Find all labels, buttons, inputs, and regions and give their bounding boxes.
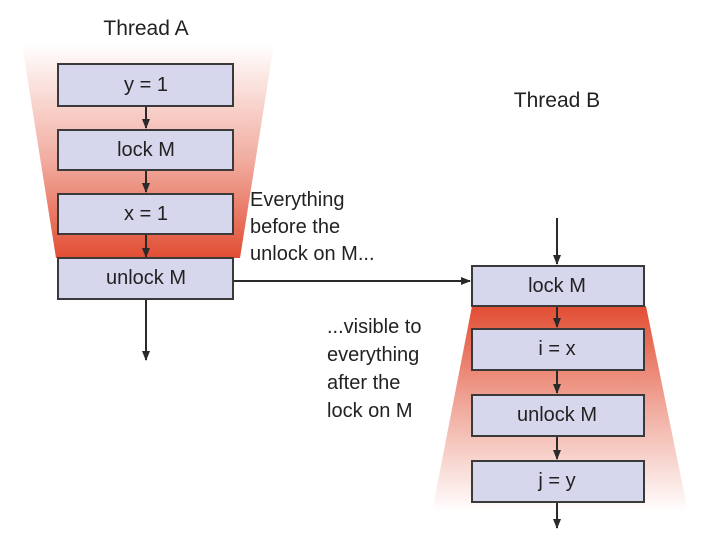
annotation-line: before the (250, 216, 340, 238)
thread-a-step-y-assign: y = 1 (57, 63, 234, 107)
annotation-line: lock on M (327, 400, 413, 422)
thread-b-step-unlock: unlock M (471, 394, 645, 437)
annotation-line: Everything (250, 189, 345, 211)
annotation-line: after the (327, 372, 400, 394)
thread-a-step-unlock: unlock M (57, 257, 234, 300)
thread-a-step-lock: lock M (57, 129, 234, 171)
step-label: lock M (528, 275, 586, 297)
annotation-line: everything (327, 344, 419, 366)
thread-b-step-i-assign: i = x (471, 328, 645, 371)
step-label: y = 1 (124, 74, 168, 96)
step-label: j = y (537, 470, 575, 492)
thread-b-step-j-assign: j = y (471, 460, 645, 503)
step-label: lock M (117, 139, 175, 161)
annotation-line: ...visible to (327, 316, 421, 338)
step-label: i = x (538, 338, 575, 360)
thread-b-title: Thread B (514, 89, 600, 112)
annotation-before-unlock: Everything before the unlock on M... (250, 189, 375, 265)
thread-a-title: Thread A (103, 17, 188, 40)
thread-b-step-lock: lock M (471, 265, 645, 307)
step-label: x = 1 (124, 203, 168, 225)
step-label: unlock M (517, 404, 597, 426)
annotation-line: unlock on M... (250, 243, 375, 265)
step-label: unlock M (106, 267, 186, 289)
thread-a-step-x-assign: x = 1 (57, 193, 234, 235)
annotation-after-lock: ...visible to everything after the lock … (327, 316, 421, 422)
